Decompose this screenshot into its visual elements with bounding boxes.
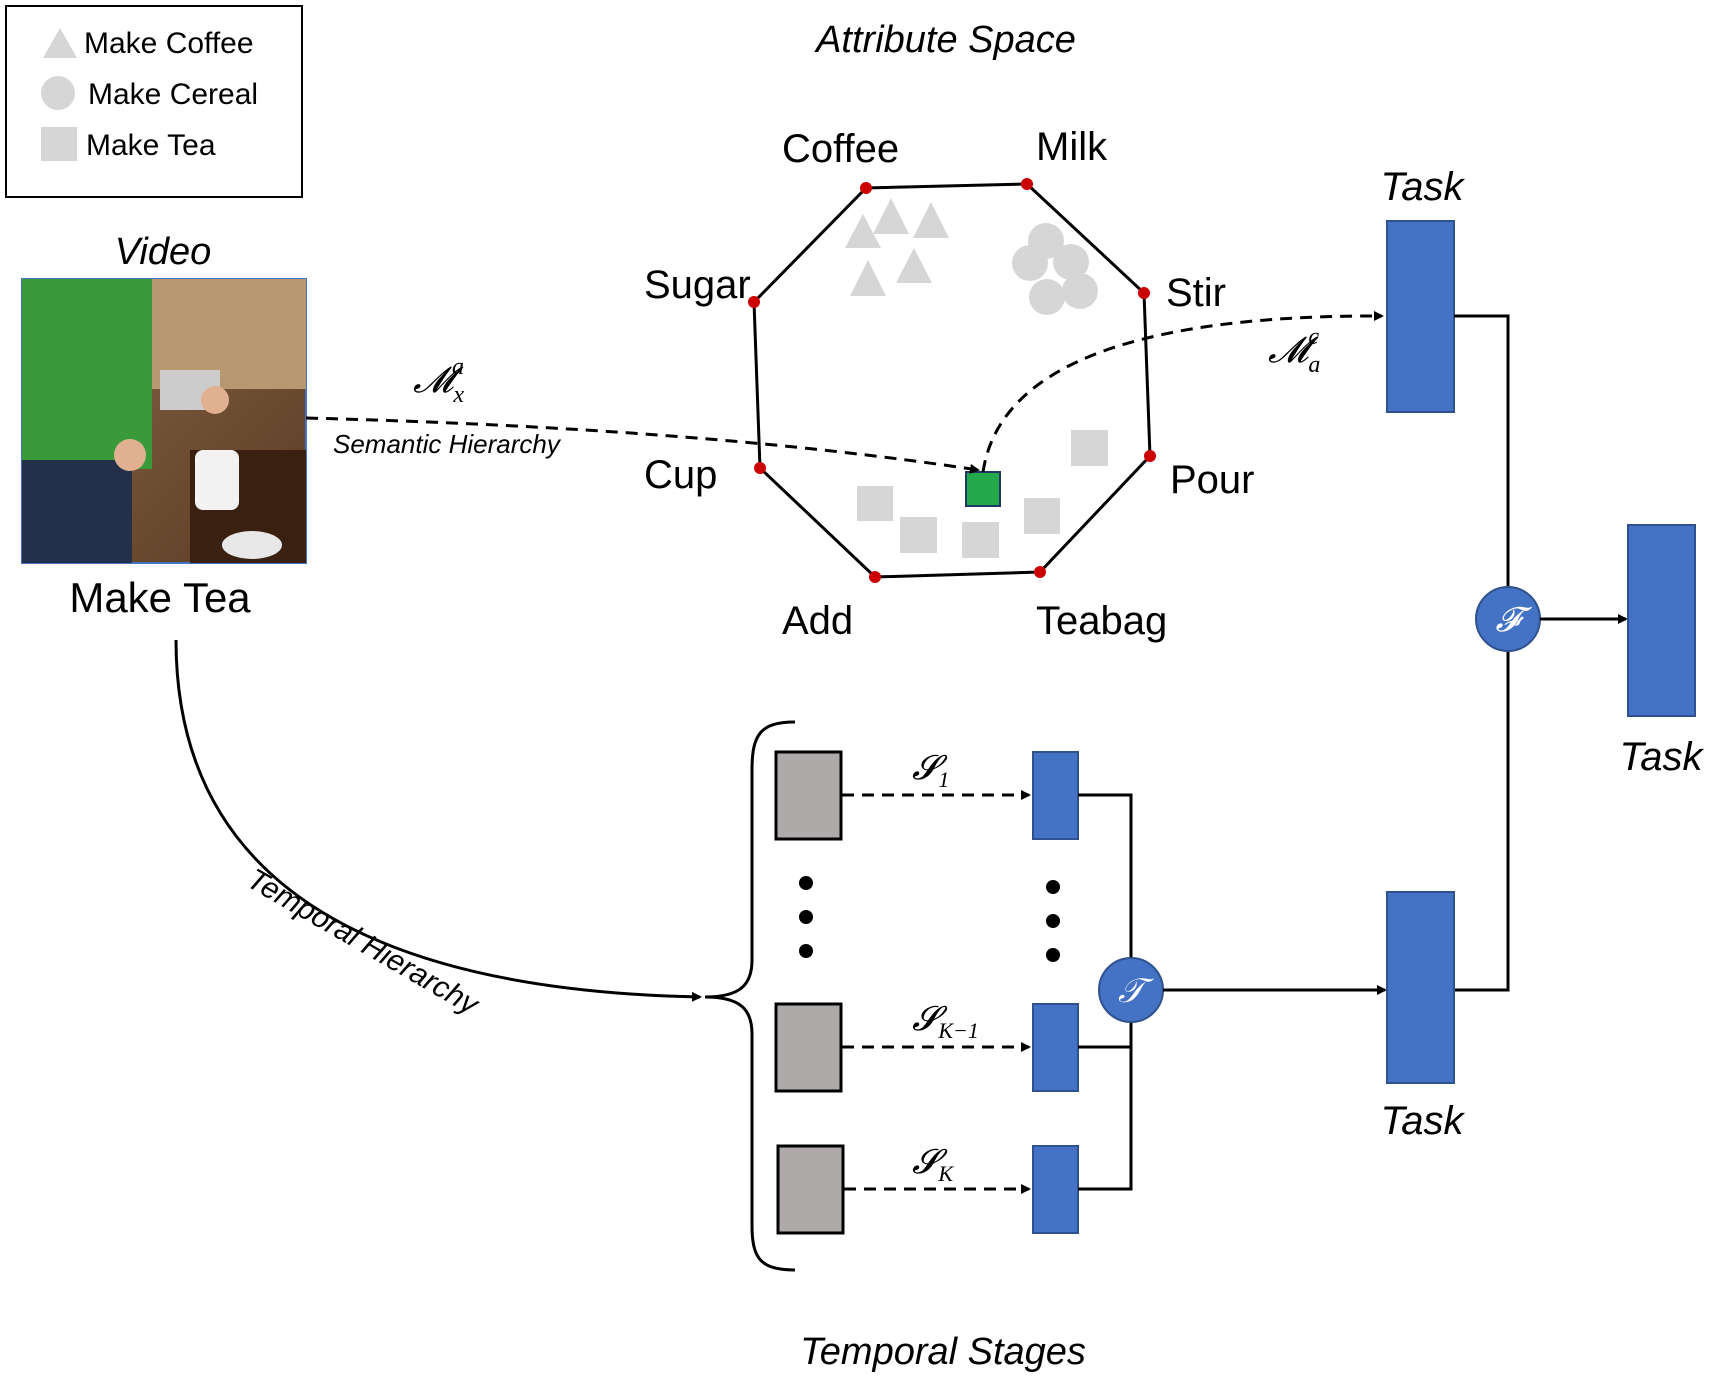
- legend-label-tea: Make Tea: [86, 129, 216, 162]
- stage-output-block: [1032, 751, 1079, 840]
- selected-video-point: [965, 471, 1001, 507]
- stages-brace: [704, 720, 796, 1272]
- attribute-dot-milk: [1021, 178, 1033, 190]
- cereal-marker: [1062, 273, 1098, 309]
- attribute-dot-stir: [1138, 287, 1150, 299]
- semantic-mapping-symbol: 𝓜xa: [413, 354, 464, 408]
- circle-icon: [41, 76, 75, 110]
- legend-label-coffee: Make Coffee: [84, 27, 254, 60]
- attribute-dot-add: [869, 571, 881, 583]
- attribute-dot-cup: [754, 462, 766, 474]
- coffee-marker: [850, 260, 886, 296]
- temporal-hierarchy-arrow: [174, 639, 702, 1002]
- cereal-marker: [1012, 245, 1048, 281]
- attribute-label-coffee: Coffee: [782, 127, 899, 171]
- video-thumbnail: [21, 278, 307, 564]
- attribute-dot-coffee: [860, 182, 872, 194]
- tea-markers: [857, 430, 1108, 558]
- attribute-label-cup: Cup: [644, 453, 717, 497]
- stage-output-block: [1032, 1145, 1079, 1234]
- coffee-marker: [845, 214, 881, 248]
- tea-marker: [857, 486, 893, 521]
- attribute-label-milk: Milk: [1036, 125, 1108, 169]
- attribute-vertices: [748, 178, 1156, 583]
- coffee-marker: [896, 248, 932, 283]
- coffee-markers: [845, 198, 949, 296]
- cereal-markers: [1012, 223, 1098, 315]
- attribute-dot-sugar: [748, 296, 760, 308]
- stage-ellipsis: [799, 876, 1060, 962]
- tea-marker: [962, 522, 999, 558]
- final-task-block: [1627, 524, 1696, 717]
- semantic-hierarchy-label: Semantic Hierarchy: [333, 429, 562, 459]
- stage-row: 𝓢K: [776, 1144, 1079, 1235]
- legend-label-cereal: Make Cereal: [88, 78, 258, 111]
- stage-symbol: 𝓢K: [912, 1144, 954, 1186]
- cereal-marker: [1053, 244, 1089, 280]
- coffee-marker: [873, 198, 909, 234]
- temporal-hierarchy-label: Temporal Hierarchy: [242, 862, 486, 1022]
- attribute-to-task-symbol: 𝓜ac: [1268, 324, 1320, 378]
- legend: Make Coffee Make Cereal Make Tea: [5, 5, 303, 198]
- diagram-title: Attribute Space: [814, 19, 1076, 61]
- attribute-label-pour: Pour: [1170, 458, 1255, 502]
- stage-output-block: [1032, 1003, 1079, 1092]
- stage-row: 𝓢1: [774, 750, 1079, 841]
- stage-symbol: 𝓢1: [912, 750, 949, 792]
- fusion-connector: [1454, 314, 1510, 992]
- stage-input-block: [774, 1002, 843, 1093]
- attribute-dot-pour: [1144, 450, 1156, 462]
- attribute-to-task-arrow: [981, 310, 1384, 473]
- square-icon: [41, 127, 77, 161]
- attribute-space-octagon: [752, 182, 1152, 579]
- temporal-task-block: [1386, 891, 1455, 1084]
- attribute-label-add: Add: [782, 599, 853, 643]
- stage-row: 𝓢K−1: [774, 1001, 1079, 1093]
- semantic-task-label: Task: [1380, 165, 1465, 209]
- temporal-stages-title: Temporal Stages: [800, 1331, 1086, 1373]
- semantic-mapping-arrow: [305, 416, 980, 474]
- triangle-icon: [43, 28, 77, 58]
- tea-marker: [1024, 498, 1060, 534]
- stage-input-block: [776, 1144, 845, 1235]
- temporal-task-label: Task: [1380, 1099, 1465, 1143]
- final-task-label: Task: [1619, 735, 1704, 779]
- attribute-label-teabag: Teabag: [1036, 599, 1167, 643]
- tea-marker: [900, 517, 937, 553]
- video-heading: Video: [115, 231, 212, 273]
- coffee-marker: [913, 202, 949, 238]
- stage-symbol: 𝓢K−1: [912, 1001, 979, 1043]
- video-caption: Make Tea: [69, 574, 251, 621]
- semantic-task-block: [1386, 220, 1455, 413]
- attribute-label-sugar: Sugar: [644, 263, 751, 307]
- attribute-label-stir: Stir: [1166, 271, 1226, 315]
- attribute-dot-teabag: [1034, 566, 1046, 578]
- stage-input-block: [774, 750, 843, 841]
- tea-marker: [1071, 430, 1108, 466]
- cereal-marker: [1029, 279, 1065, 315]
